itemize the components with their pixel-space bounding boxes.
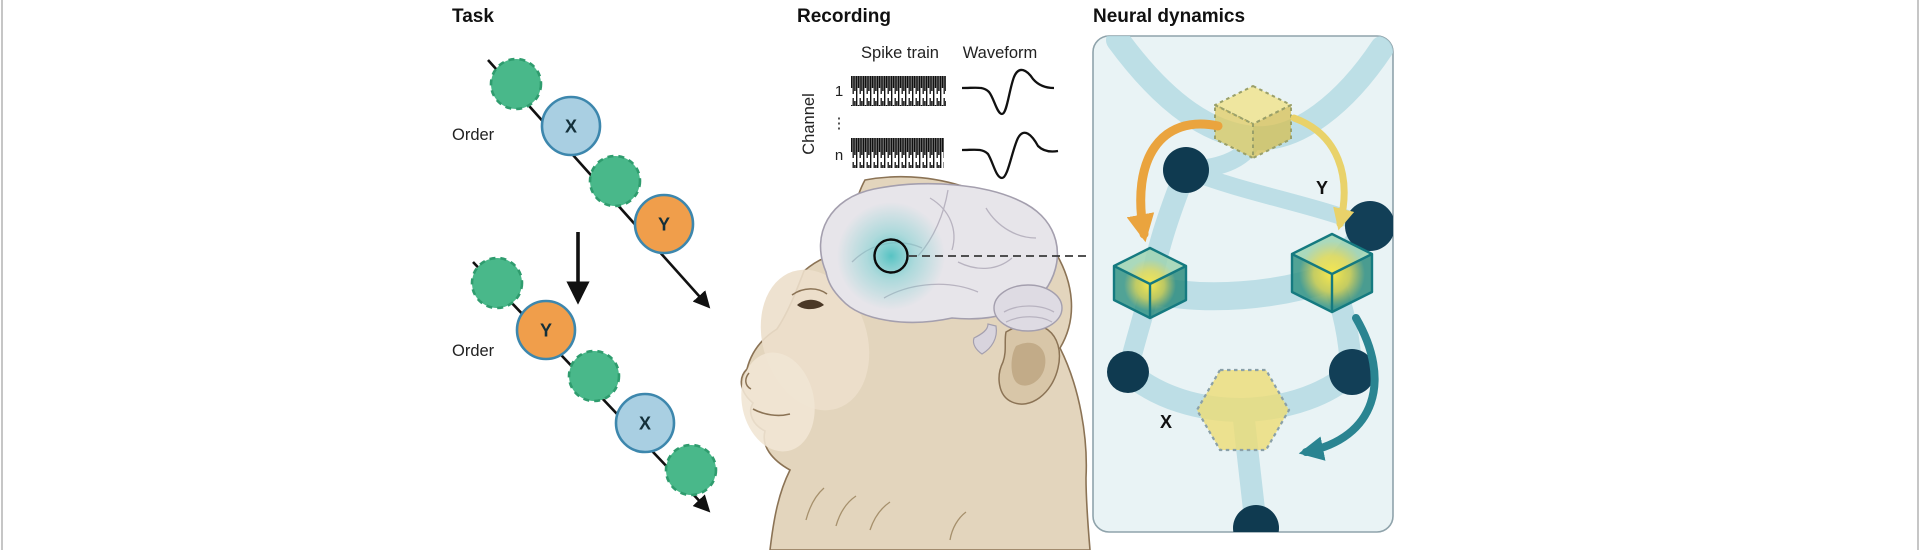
brain [819, 183, 1063, 355]
recording-site-glow [837, 202, 945, 310]
task-title: Task [452, 6, 494, 27]
monkey-head [740, 175, 1091, 550]
channel-n-label: n [835, 147, 843, 164]
monkey-eye [797, 299, 824, 310]
neural-title: Neural dynamics [1093, 6, 1245, 27]
distractor-circle [489, 57, 543, 111]
waveform-curve-2 [961, 131, 1059, 180]
transition-arrow-teal [1298, 314, 1379, 461]
network-nodes [1107, 147, 1393, 532]
item-x-circle-seq1 [540, 95, 602, 157]
spike-train-raster-1 [851, 76, 946, 106]
item-y-circle-seq2 [515, 299, 577, 361]
state-x-label: X [1160, 412, 1172, 432]
state-y-ghost-cube [1214, 85, 1292, 159]
network-node [1345, 201, 1393, 251]
waveform-curve-1 [961, 68, 1055, 116]
active-state-cube-right [1290, 232, 1374, 314]
monkey-fur-strokes [805, 487, 967, 541]
neural-dynamics-panel: Neural dynamics [1092, 6, 1394, 533]
channel-dots: ⋮ [832, 115, 847, 132]
task-panel: Task Order X Y Order Y X [452, 6, 718, 513]
active-state-cube-left [1112, 246, 1188, 320]
monkey-mouth [752, 408, 791, 417]
transition-arrow-orange [1126, 119, 1223, 243]
monkey-ear-inner [1011, 342, 1046, 386]
network-node [1233, 505, 1279, 532]
network-node [1163, 147, 1209, 193]
recording-site-circle [873, 238, 909, 274]
transition-arrow-yellow [1290, 114, 1355, 231]
item-y-label-seq1: Y [658, 214, 670, 234]
item-x-circle-seq2 [614, 392, 676, 454]
monkey-muzzle-shading [741, 352, 815, 452]
waveform-label: Waveform [963, 44, 1038, 62]
item-y-circle-seq1 [633, 193, 695, 255]
item-y-label-seq2: Y [540, 320, 552, 340]
state-y-label: Y [1316, 178, 1328, 198]
distractor-circle [588, 154, 642, 208]
neural-panel-content: Y X [1106, 36, 1393, 532]
order-label-1: Order [452, 126, 495, 144]
network-node [1107, 351, 1149, 393]
spike-train-label: Spike train [861, 44, 939, 62]
brain-cerebellum [993, 284, 1063, 332]
distractor-circle [567, 349, 621, 403]
monkey-brow-line [791, 288, 828, 296]
brain-stem [972, 323, 997, 355]
network-node [1329, 349, 1375, 395]
recording-panel: Recording Spike train Waveform Channel 1… [797, 6, 1059, 180]
distractor-circle [664, 443, 718, 497]
channel-axis-label: Channel [800, 93, 818, 154]
item-x-label-seq2: X [639, 413, 651, 433]
monkey-nostril [745, 372, 752, 390]
recording-title: Recording [797, 6, 891, 27]
spike-train-raster-2 [851, 138, 944, 168]
distractor-circle [470, 256, 524, 310]
item-x-label-seq1: X [565, 116, 577, 136]
channel-1-label: 1 [835, 83, 843, 100]
state-x-ghost-hexagon [1195, 368, 1291, 452]
order-label-2: Order [452, 342, 495, 360]
